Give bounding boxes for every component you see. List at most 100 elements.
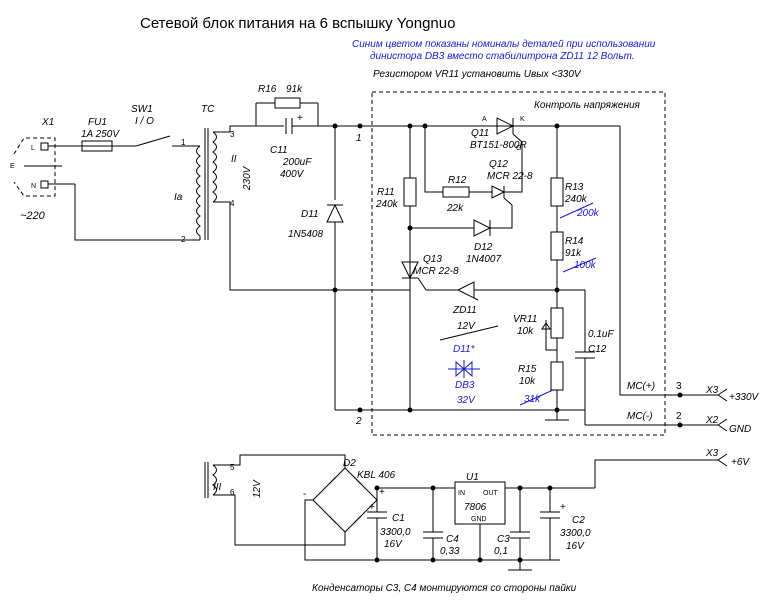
svg-text:I / O: I / O: [135, 116, 154, 127]
svg-text:12V: 12V: [457, 321, 476, 332]
svg-text:Q13: Q13: [423, 254, 442, 265]
regulator-u1: U1 IN OUT 7806 GND: [454, 472, 506, 560]
svg-text:C12: C12: [588, 344, 607, 355]
svg-text:+6V: +6V: [731, 457, 750, 468]
svg-text:K: K: [520, 116, 525, 123]
svg-text:91k: 91k: [565, 248, 582, 259]
svg-text:3: 3: [676, 381, 682, 392]
svg-text:0,33: 0,33: [440, 546, 460, 557]
svg-text:32V: 32V: [457, 395, 476, 406]
svg-text:1N4007: 1N4007: [466, 254, 501, 265]
svg-text:R16: R16: [258, 84, 277, 95]
control-box-label: Контроль напряжения: [534, 100, 641, 111]
svg-text:R13: R13: [565, 182, 584, 193]
svg-text:X3: X3: [705, 448, 719, 459]
svg-text:2: 2: [676, 411, 682, 422]
svg-text:R12: R12: [448, 175, 467, 186]
svg-text:Q12: Q12: [489, 159, 508, 170]
svg-text:3300,0: 3300,0: [380, 527, 411, 538]
svg-text:1A 250V: 1A 250V: [81, 129, 120, 140]
capacitor-c12: 0.1uF C12: [575, 290, 614, 425]
svg-text:FU1: FU1: [88, 117, 107, 128]
svg-text:D2: D2: [343, 458, 356, 469]
svg-text:C1: C1: [392, 513, 405, 524]
node-2-label: 2: [355, 416, 362, 427]
note-vr11: Резистором VR11 установить Uвых <330V: [373, 69, 582, 80]
svg-text:GND: GND: [729, 424, 751, 435]
svg-text:+: +: [369, 502, 375, 513]
svg-text:KBL 406: KBL 406: [357, 470, 396, 481]
svg-text:12V: 12V: [252, 479, 263, 498]
transformer-tc: TC 1 2 Ia 3 4 II 230V: [174, 104, 253, 244]
switch-sw1: SW1 I / O: [131, 104, 200, 147]
resistor-r14: R14 91k 100k: [550, 231, 597, 273]
svg-text:D11: D11: [301, 209, 319, 220]
svg-text:10k: 10k: [519, 376, 536, 387]
svg-text:3: 3: [230, 130, 235, 139]
svg-text:7806: 7806: [464, 502, 487, 513]
x3-6v-terminal: X3 +6V: [594, 448, 750, 488]
svg-text:SW1: SW1: [131, 104, 153, 115]
potentiometer-vr11: VR11 10k: [513, 307, 564, 351]
svg-text:31k: 31k: [524, 394, 541, 405]
svg-text:5: 5: [230, 463, 235, 472]
svg-text:L: L: [31, 145, 35, 152]
svg-text:91k: 91k: [286, 84, 303, 95]
svg-text:N: N: [31, 183, 36, 190]
svg-text:II: II: [231, 154, 237, 165]
diode-d12: D12 1N4007: [410, 205, 513, 265]
svg-text:~220: ~220: [20, 210, 46, 222]
neutral-wire: [74, 184, 200, 241]
svg-text:A: A: [482, 116, 487, 123]
svg-text:400V: 400V: [280, 169, 305, 180]
svg-text:TC: TC: [201, 104, 215, 115]
resistor-r11: R11 240k: [375, 126, 417, 410]
svg-text:BT151-800R: BT151-800R: [470, 140, 527, 151]
svg-text:E: E: [10, 163, 15, 170]
svg-text:III: III: [213, 482, 222, 493]
svg-text:R11: R11: [377, 187, 395, 198]
svg-text:16V: 16V: [566, 541, 585, 552]
svg-text:C11: C11: [270, 145, 288, 156]
mc-plus-label: MC(+): [627, 381, 655, 392]
transformer-winding-iii: 5 6 III 12V: [204, 454, 346, 546]
resistor-r15: R15 10k 31k: [518, 361, 564, 406]
diode-d11: D11 1N5408: [288, 126, 344, 410]
thyristor-q12: Q12 MCR 22-8: [487, 159, 533, 206]
svg-text:R15: R15: [518, 364, 537, 375]
fuse-fu1: FU1 1A 250V: [81, 117, 136, 152]
svg-text:3300,0: 3300,0: [560, 528, 591, 539]
node-1-label: 1: [356, 133, 362, 144]
diagram-title: Сетевой блок питания на 6 вспышку Yongnu…: [140, 15, 455, 32]
svg-text:+: +: [297, 113, 303, 124]
svg-text:C4: C4: [446, 534, 459, 545]
svg-text:1N5408: 1N5408: [288, 229, 323, 240]
thyristor-q13: Q13 MCR 22-8: [401, 254, 459, 291]
svg-text:VR11: VR11: [513, 314, 537, 325]
svg-text:U1: U1: [466, 472, 479, 483]
note-line-1: Синим цветом показаны номиналы деталей п…: [352, 39, 656, 50]
zener-zd11: ZD11 12V: [426, 281, 585, 341]
svg-text:4: 4: [230, 199, 235, 208]
capacitor-c1: + C1 3300,0 16V: [367, 500, 411, 560]
svg-text:+: +: [379, 487, 385, 498]
svg-text:Ia: Ia: [174, 192, 183, 203]
capacitor-c4: C4 0,33: [423, 488, 460, 560]
svg-text:-: -: [303, 489, 306, 500]
svg-text:240k: 240k: [564, 194, 588, 205]
svg-text:D11*: D11*: [453, 344, 476, 355]
svg-text:G: G: [516, 145, 521, 152]
svg-text:16V: 16V: [384, 539, 403, 550]
svg-text:2: 2: [181, 235, 186, 244]
thyristor-q11: A K G Q11 BT151-800R: [470, 116, 527, 178]
svg-text:1: 1: [181, 138, 186, 147]
svg-text:X3: X3: [705, 385, 719, 396]
capacitor-c3: C3 0,1: [494, 487, 532, 571]
svg-text:MCR 22-8: MCR 22-8: [413, 266, 459, 277]
note-line-2: динистора DB3 вместо стабилитрона ZD11 1…: [370, 50, 635, 62]
svg-text:6: 6: [230, 488, 235, 497]
x3-terminal: X3 +330V: [680, 385, 760, 403]
svg-text:200k: 200k: [576, 208, 600, 219]
svg-text:GND: GND: [471, 516, 487, 523]
